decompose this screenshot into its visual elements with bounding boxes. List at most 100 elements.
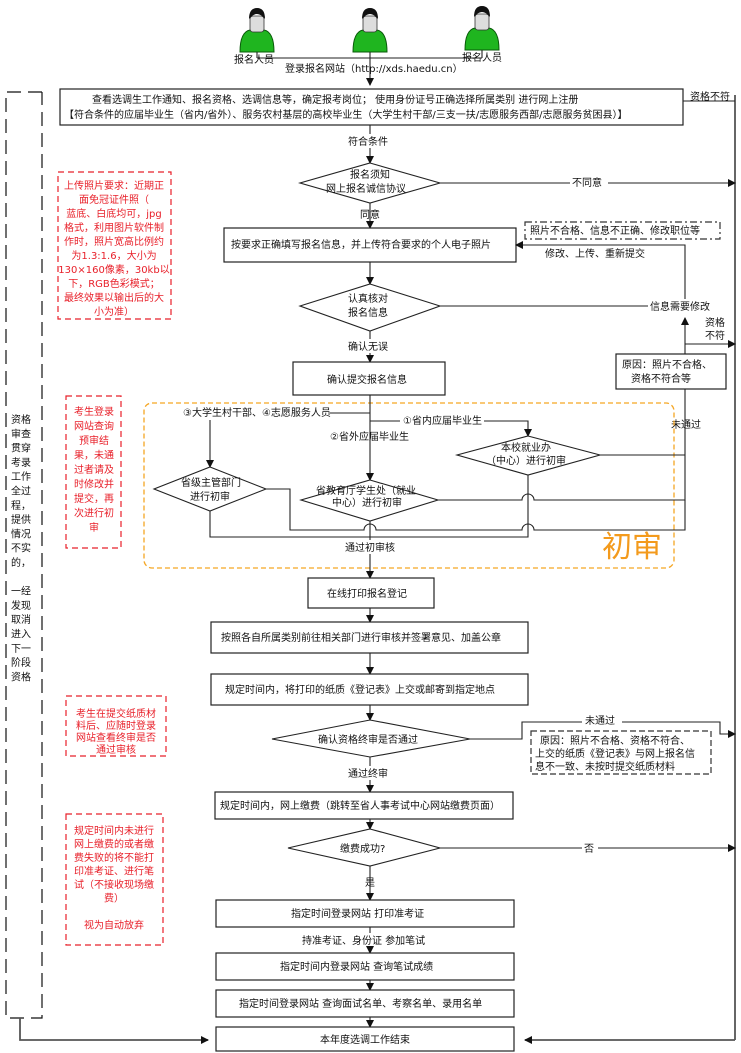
applicant-label-right: 报名人员 xyxy=(462,51,502,64)
photo-note xyxy=(57,171,172,320)
edu-dept-line-2: 中心）进行初审 xyxy=(332,496,402,509)
final-pass-label: 通过终审 xyxy=(348,767,388,780)
note-line: 资格 xyxy=(11,670,31,683)
notice-line-2: 网上报名诚信协议 xyxy=(326,182,406,195)
branch-34-label: ③大学生村干部、④志愿服务人员 xyxy=(183,406,331,419)
reason-line-1: 原因：照片不合格、 xyxy=(622,358,712,371)
branch-2-label: ②省外应届毕业生 xyxy=(330,430,409,443)
note-line: 次进行初 xyxy=(74,507,114,520)
check-lists-text: 指定时间登录网站 查询面试名单、考察名单、录用名单 xyxy=(239,997,482,1010)
print-reg-step xyxy=(307,577,435,609)
note-line: 预审结 xyxy=(79,434,109,447)
initial-review-region xyxy=(143,402,675,569)
check-score-text: 指定时间内登录网站 查询笔试成绩 xyxy=(280,960,433,973)
note-line: 试（不接收现场缴 xyxy=(74,878,154,891)
dept-sign-step xyxy=(210,621,529,654)
note-line: 进入 xyxy=(11,629,31,641)
note-line: 格式，利用图片软件制 xyxy=(64,221,164,234)
qualified-label: 符合条件 xyxy=(348,135,388,148)
register-line-2: 【符合条件的应届毕业生（省内/省外）、服务农村基层的高校毕业生（大学生村干部/三… xyxy=(64,108,627,121)
end-text: 本年度选调工作结束 xyxy=(320,1033,410,1046)
edu-dept-line-1: 省教育厅学生处（就业 xyxy=(316,484,416,497)
verify-line-2: 报名信息 xyxy=(348,306,388,319)
final-check-note xyxy=(65,695,167,757)
dept-sign-text: 按照各自所属类别前往相关部门进行审核并签署意见、加盖公章 xyxy=(221,631,501,644)
notice-line-1: 报名须知 xyxy=(350,168,390,181)
payment-note-text: 规定时间内未进行网上缴费的或者缴费失败的将不能打印准考证、进行笔试（不接收现场缴… xyxy=(74,824,154,932)
print-ticket-text: 指定时间登录网站 打印准考证 xyxy=(291,907,424,920)
note-line: 全过 xyxy=(11,485,31,498)
note-line: 费失败的将不能打 xyxy=(74,851,154,864)
print-reg-text: 在线打印报名登记 xyxy=(327,587,407,600)
prereview-note xyxy=(65,395,122,549)
info-needs-fix-label: 信息需要修改 xyxy=(650,300,710,313)
notice-decision xyxy=(297,162,443,204)
note-line: 网站查看终审是否 xyxy=(76,731,156,744)
reason-line-2: 资格不符合等 xyxy=(631,372,691,385)
print-ticket-step xyxy=(215,899,515,928)
register-line-1: 查看选调生工作通知、报名资格、选调信息等，确定报考岗位； 使用身份证号正确选择所… xyxy=(92,93,578,106)
note-line: 资格 xyxy=(11,413,31,426)
applicant-label-left: 报名人员 xyxy=(234,53,274,66)
note-line: 视为自动放弃 xyxy=(84,919,144,932)
final-reason-line-2: 上交的纸质《登记表》与网上报名信 xyxy=(535,747,695,760)
note-line: 的， xyxy=(11,556,31,569)
note-line: 下，RGB色彩模式； xyxy=(68,277,160,290)
note-line: 贯穿 xyxy=(11,442,31,455)
final-reason-note xyxy=(530,730,712,775)
school-review-line-1: 本校就业办 xyxy=(501,441,551,454)
note-line: 审查 xyxy=(11,427,31,440)
note-line: 情况 xyxy=(11,527,31,540)
disagree-label: 不同意 xyxy=(572,176,602,189)
person-icon xyxy=(352,7,388,53)
not-passed-label: 未通过 xyxy=(671,418,701,431)
note-line: 小为准） xyxy=(94,306,134,318)
verify-line-1: 认真核对 xyxy=(348,292,388,305)
pay-step xyxy=(214,791,514,820)
submit-paper-text: 规定时间内，将打印的纸质《登记表》上交或邮寄到指定地点 xyxy=(225,683,495,696)
note-line: 通过审核 xyxy=(96,743,136,756)
final-review-text: 确认资格终审是否通过 xyxy=(318,733,418,746)
note-line: 作时，照片宽高比例约 xyxy=(64,235,164,248)
note-line: 提交，再 xyxy=(74,492,114,505)
check-lists-step xyxy=(215,989,515,1018)
register-step xyxy=(59,88,684,126)
fix-reasons-note xyxy=(524,221,721,240)
not-qualified-mid-1: 资格 xyxy=(705,316,725,329)
note-line: 网上缴费的或者缴 xyxy=(74,838,154,851)
province-dept-decision xyxy=(152,466,268,512)
person-icon xyxy=(239,7,275,53)
check-score-step xyxy=(215,952,515,981)
branch-1-label: ①省内应届毕业生 xyxy=(403,414,482,427)
submit-paper-step xyxy=(210,673,529,706)
final-fail-label: 未通过 xyxy=(585,714,615,727)
agree-label: 同意 xyxy=(360,208,380,221)
submit-text: 确认提交报名信息 xyxy=(327,373,407,386)
note-line: 阶段 xyxy=(11,656,31,669)
note-line: 时修改并 xyxy=(74,478,114,491)
note-line: 最终效果以输出后的大 xyxy=(64,291,164,304)
note-line: 蓝底、白底均可，jpg xyxy=(66,207,161,220)
end-step xyxy=(215,1026,515,1052)
note-line: 上传照片要求：近期正 xyxy=(64,179,164,192)
note-line: 考录 xyxy=(11,457,31,469)
pay-no-label: 否 xyxy=(584,843,594,855)
passed-initial-label: 通过初审核 xyxy=(345,541,395,554)
note-line: 考生登录 xyxy=(74,405,114,418)
province-dept-line-2: 进行初审 xyxy=(190,490,230,503)
pay-yes-label: 是 xyxy=(365,877,375,889)
final-reason-line-3: 息不一致、未按时提交纸质材料 xyxy=(535,760,675,773)
note-line: 下一 xyxy=(11,644,31,655)
note-line: 网站查询 xyxy=(74,420,114,433)
submit-step xyxy=(292,361,446,396)
note-line: 不实 xyxy=(11,542,31,555)
note-line: 印准考证、进行笔 xyxy=(74,865,154,878)
note-line: 过者请及 xyxy=(74,463,114,476)
take-exam-label: 持准考证、身份证 参加笔试 xyxy=(302,934,425,947)
note-line: 料后、应随时登录 xyxy=(76,719,156,732)
photo-note-text: 上传照片要求：近期正面免冠证件照（蓝底、白底均可，jpg格式，利用图片软件制作时… xyxy=(58,179,169,318)
payment-note xyxy=(65,813,164,946)
